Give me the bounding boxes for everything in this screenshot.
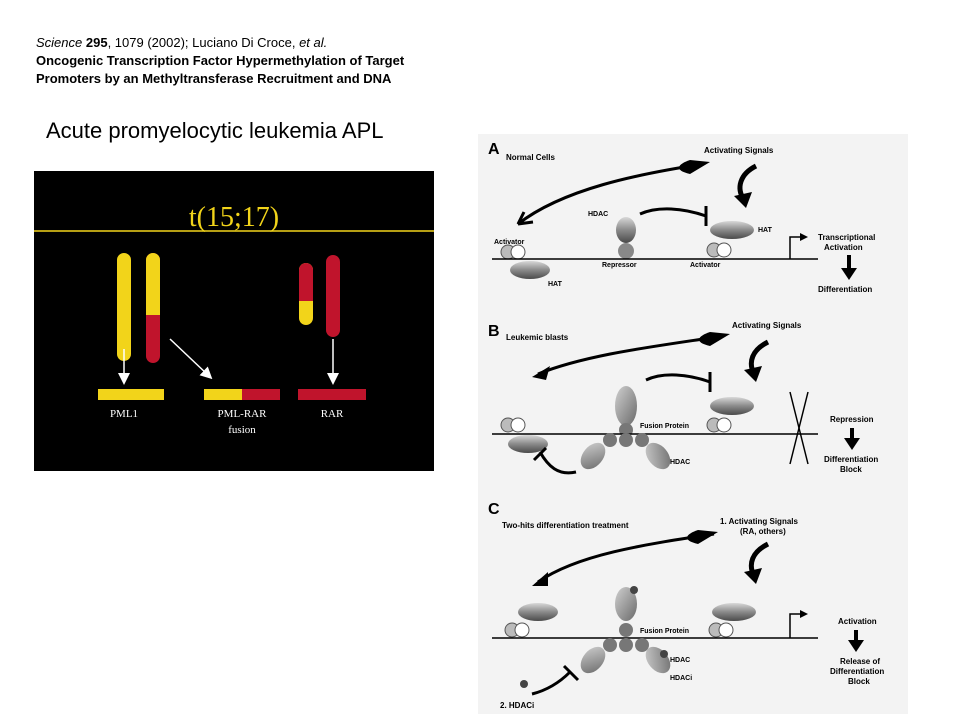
rar-bar: [298, 389, 366, 400]
rar-label: RAR: [321, 408, 344, 420]
citation: Science 295, 1079 (2002); Luciano Di Cro…: [36, 34, 404, 88]
translocation-panel: t(15;17) PML1 PML-RAR fusion RAR: [34, 171, 434, 471]
panel-a-signals: Activating Signals: [704, 146, 774, 155]
panel-c: C Two-hits differentiation treatment 1. …: [488, 501, 884, 710]
panel-c-outcome-3: Differentiation: [830, 667, 884, 676]
panel-a-letter: A: [488, 141, 500, 158]
citation-reference: Science 295, 1079 (2002); Luciano Di Cro…: [36, 35, 328, 50]
panel-a: A Normal Cells Activating Signals HDAC H…: [488, 141, 875, 294]
panel-a-outcome-3: Differentiation: [818, 285, 872, 294]
pml-label: PML1: [110, 408, 138, 420]
panel-b-hdac: HDAC: [670, 459, 690, 466]
panel-a-hat-bottom: HAT: [548, 281, 563, 288]
panel-b-heading: Leukemic blasts: [506, 333, 569, 342]
panel-a-hat-top: HAT: [758, 227, 773, 234]
panel-b-outcome-3: Block: [840, 465, 862, 474]
panel-a-repressor: Repressor: [602, 262, 637, 269]
panel-b-signals: Activating Signals: [732, 321, 802, 330]
panel-b-outcome-1: Repression: [830, 415, 874, 424]
derivative-chromosome-yellow-part: [146, 253, 160, 315]
panel-b: B Leukemic blasts Activating Signals Fus…: [488, 321, 878, 475]
panel-c-signals-2: (RA, others): [740, 527, 786, 536]
panel-c-hdaci: HDACi: [670, 675, 692, 682]
panel-a-inhibition: [639, 207, 707, 218]
panel-a-heading: Normal Cells: [506, 153, 555, 162]
panel-c-hdac: HDAC: [670, 657, 690, 664]
chromosome-15: [117, 253, 131, 361]
fusion-bar-pml: [204, 389, 242, 400]
panel-a-signal-arrow: [516, 162, 704, 226]
panel-c-fusion: Fusion Protein: [640, 628, 689, 635]
pml-bar: [98, 389, 164, 400]
arrow-to-fusion: [169, 338, 213, 380]
panel-b-outcome-2: Differentiation: [824, 455, 878, 464]
chromosome-17: [326, 255, 340, 337]
mechanism-panel: A Normal Cells Activating Signals HDAC H…: [478, 134, 908, 714]
translocation-heading: t(15;17): [189, 202, 279, 233]
panel-b-fusion: Fusion Protein: [640, 423, 689, 430]
panel-a-outcome-1: Transcriptional: [818, 233, 875, 242]
panel-a-activator-right: Activator: [690, 262, 721, 269]
panel-c-outcome-4: Block: [848, 677, 870, 686]
panel-c-signals-1: 1. Activating Signals: [720, 517, 798, 526]
slide-title: Acute promyelocytic leukemia APL: [46, 118, 384, 143]
citation-title-line-2: Promoters by an Methyltransferase Recrui…: [36, 71, 392, 86]
panel-c-outcome-1: Activation: [838, 617, 877, 626]
mechanism-diagram: A Normal Cells Activating Signals HDAC H…: [488, 141, 884, 710]
panel-b-letter: B: [488, 323, 500, 340]
panel-c-signal-arrow: [537, 532, 715, 584]
panel-a-hdac: HDAC: [588, 211, 608, 218]
fusion-bar-rar: [242, 389, 280, 400]
translocation-figure: t(15;17) PML1 PML-RAR fusion RAR: [34, 202, 434, 436]
panel-a-outcome-2: Activation: [824, 243, 863, 252]
panel-a-activator-left: Activator: [494, 239, 525, 246]
panel-c-heading: Two-hits differentiation treatment: [502, 521, 629, 530]
citation-title-line-1: Oncogenic Transcription Factor Hypermeth…: [36, 53, 405, 68]
panel-c-treatment: 2. HDACi: [500, 701, 534, 710]
fusion-label: PML-RAR: [218, 408, 268, 420]
panel-c-outcome-2: Release of: [840, 657, 880, 666]
panel-c-letter: C: [488, 501, 500, 518]
fusion-sublabel: fusion: [228, 424, 256, 436]
